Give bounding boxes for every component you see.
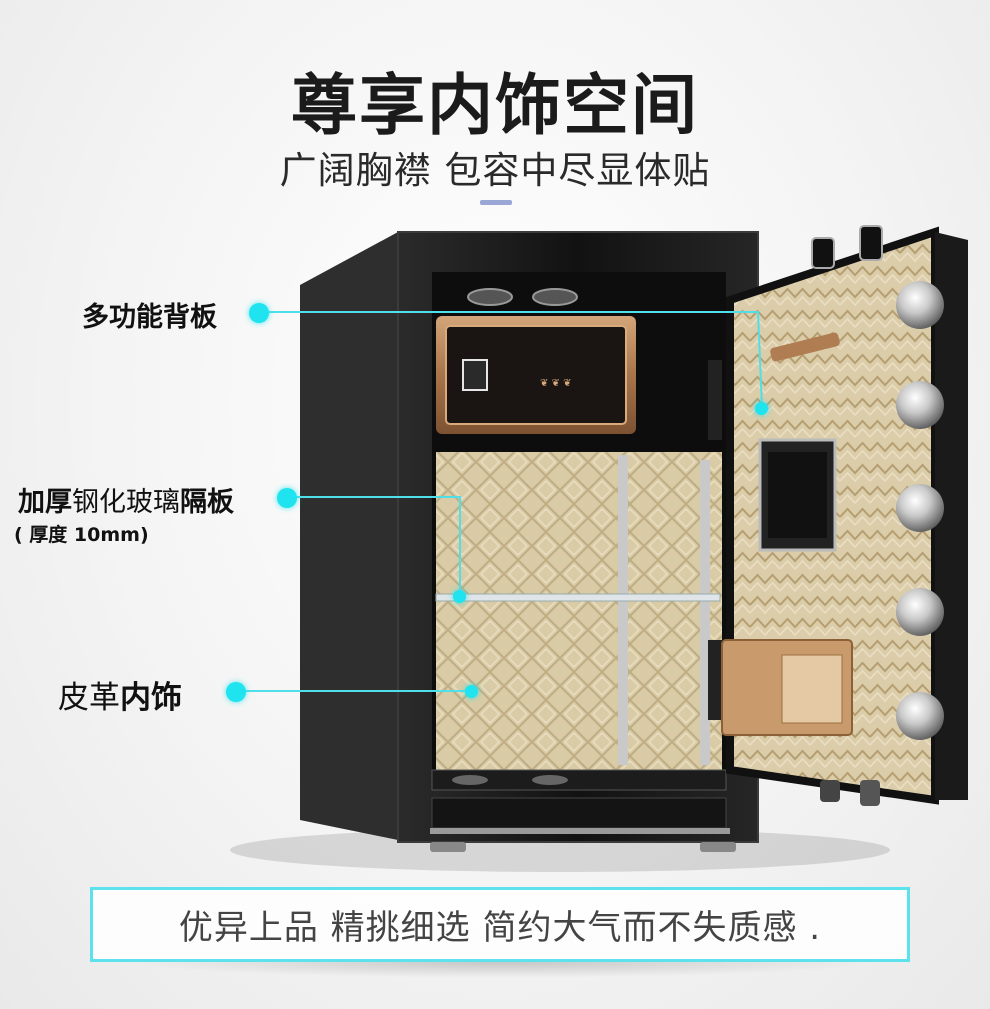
- leather-bold: 内饰: [120, 680, 182, 716]
- callout-note-thickness: ( 厚度 10mm): [14, 524, 149, 546]
- callout-endpoint-leather: [465, 685, 478, 698]
- callout-endpoint-back-panel: [755, 402, 768, 415]
- callout-label-leather: 皮革内饰: [58, 672, 182, 717]
- back-panel-text: 多功能背板: [82, 302, 217, 333]
- callout-label-glass-shelf: 加厚钢化玻璃隔板: [18, 480, 234, 519]
- title-accent-bar: [480, 200, 512, 205]
- glass-bold-suffix: 隔板: [180, 487, 234, 518]
- page-title: 尊享内饰空间: [291, 67, 699, 144]
- tagline-shadow: [130, 962, 870, 978]
- callout-endpoint-glass-shelf: [453, 590, 466, 603]
- glass-regular: 钢化玻璃: [72, 487, 180, 518]
- leather-regular: 皮革: [58, 680, 120, 716]
- svg-text:❦ ❦ ❦: ❦ ❦ ❦: [540, 378, 572, 389]
- callout-dot-leather: [226, 682, 246, 702]
- tagline-text: 优异上品 精挑细选 简约大气而不失质感 .: [178, 908, 822, 948]
- glass-bold-prefix: 加厚: [18, 487, 72, 518]
- tagline-box: 优异上品 精挑细选 简约大气而不失质感 .: [90, 887, 910, 962]
- callout-dot-back-panel: [249, 303, 269, 323]
- callout-dot-glass-shelf: [277, 488, 297, 508]
- page-subtitle: 广阔胸襟 包容中尽显体贴: [279, 149, 711, 192]
- callout-label-back-panel: 多功能背板: [82, 295, 217, 334]
